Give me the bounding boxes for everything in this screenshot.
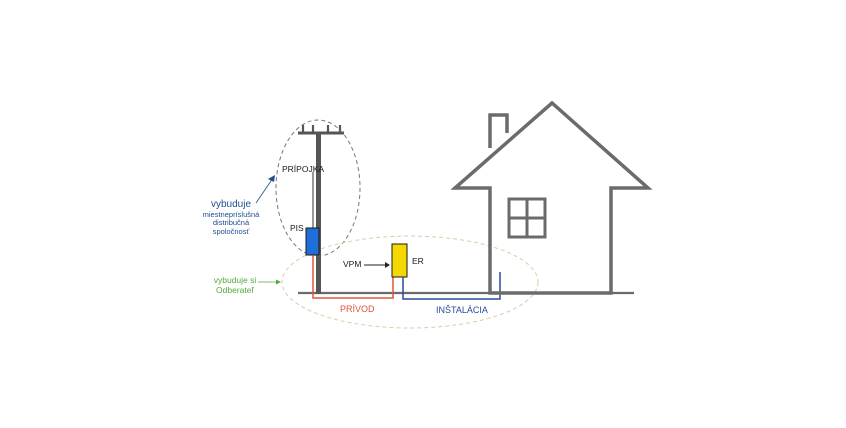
pripojka-zone-ellipse <box>275 119 361 257</box>
pole-insulators <box>301 125 342 133</box>
customer-note: vybuduje si Odberateľ <box>210 275 260 296</box>
er-box <box>391 243 408 278</box>
privod-line <box>312 255 394 299</box>
vpm-arrow-head <box>385 262 390 268</box>
distributor-note-line2: miestnepríslušná <box>202 209 260 219</box>
distributor-note: vybuduje miestnepríslušná distribučná sp… <box>197 199 265 236</box>
pis-box <box>305 227 320 256</box>
customer-zone-ellipse <box>281 235 539 329</box>
distributor-note-line3: distribučná <box>212 218 250 228</box>
pis-label: PIS <box>290 223 304 233</box>
customer-note-line1: vybuduje si <box>213 275 257 285</box>
privod-label: PRÍVOD <box>340 304 375 314</box>
distributor-arrow-head <box>268 175 275 182</box>
customer-arrow-head <box>276 279 281 285</box>
utility-pole <box>316 133 321 294</box>
house-outline <box>450 100 653 295</box>
house-chimney <box>488 113 509 148</box>
vpm-label: VPM <box>343 259 362 269</box>
pripojka-label: PRÍPOJKA <box>282 164 325 174</box>
distributor-arrow-line <box>255 177 274 204</box>
house-window <box>507 197 547 239</box>
distributor-note-line1: vybuduje <box>210 199 252 210</box>
distributor-note-line4: spoločnosť <box>212 226 250 236</box>
instalacia-label: INŠTALÁCIA <box>436 305 488 315</box>
instalacia-line <box>402 272 501 300</box>
er-label: ER <box>412 256 424 266</box>
customer-note-line2: Odberateľ <box>216 284 254 295</box>
